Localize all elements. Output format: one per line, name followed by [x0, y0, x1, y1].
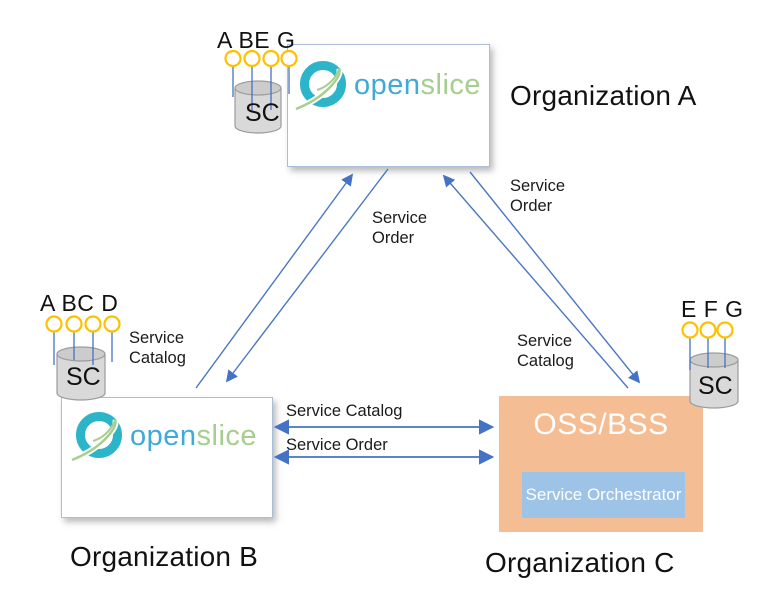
org-a-openslice-box: openslice: [287, 44, 490, 167]
org-b-sc-label: SC: [66, 363, 101, 391]
org-a-interface-letters: A BE G: [217, 27, 296, 53]
openslice-logo-icon: [71, 412, 122, 463]
org-a-sc-label: SC: [245, 99, 280, 127]
lollipop-interface-icon: [262, 49, 280, 68]
org-c-interface-letters: E F G: [681, 296, 744, 322]
org-c-service-catalog-cylinder: [689, 352, 739, 409]
service-order-label-horizontal: Service Order: [286, 436, 388, 454]
lollipop-interface-icon: [699, 321, 717, 339]
org-b-openslice-box: openslice: [61, 397, 273, 518]
org-c-lollipop-stems: [689, 338, 726, 370]
arrow-b-to-a-service-order: [195, 173, 354, 389]
org-b-lollipop-stems: [53, 332, 113, 365]
logo-text-open: open: [130, 420, 197, 452]
lollipop-interface-icon: [84, 315, 102, 333]
arrow-c-to-a-service-order: [442, 174, 629, 389]
service-orchestrator-label: Service Orchestrator: [525, 485, 682, 504]
lollipop-interface-icon: [224, 49, 242, 68]
lollipop-interface-icon: [716, 321, 734, 339]
org-b-lollipop-interfaces: [45, 315, 121, 333]
service-catalog-label-right: Service Catalog: [517, 332, 574, 370]
service-catalog-label-horizontal: Service Catalog: [286, 402, 403, 420]
org-c-title: Organization C: [485, 547, 675, 578]
org-c-ossbss-box: OSS/BSS Service Orchestrator: [499, 396, 703, 532]
org-b-interface-letters: A BC D: [40, 290, 119, 316]
logo-text-slice: slice: [420, 69, 482, 101]
org-c-sc-label: SC: [698, 372, 733, 400]
openslice-logo-text: openslice: [130, 420, 257, 453]
lollipop-interface-icon: [65, 315, 83, 333]
lollipop-interface-icon: [45, 315, 63, 333]
arrow-a-to-c-service-order: [469, 171, 641, 384]
org-a-service-catalog-cylinder: [234, 80, 282, 134]
arrow-a-to-b-service-order: [225, 168, 389, 383]
logo-text-open: open: [354, 69, 421, 101]
logo-text-slice: slice: [196, 420, 258, 452]
org-a-lollipop-stems: [232, 66, 290, 110]
org-a-title: Organization A: [510, 80, 697, 111]
lollipop-interface-icon: [243, 49, 261, 68]
lollipop-interface-icon: [280, 49, 298, 68]
org-b-service-catalog-cylinder: [56, 346, 106, 401]
service-orchestrator-box: Service Orchestrator: [522, 472, 685, 518]
org-a-lollipop-interfaces: [224, 49, 298, 68]
org-b-title: Organization B: [70, 541, 259, 572]
lollipop-interface-icon: [681, 321, 699, 339]
openslice-logo-icon: [295, 61, 346, 112]
org-c-lollipop-interfaces: [681, 321, 734, 339]
openslice-logo-text: openslice: [354, 69, 481, 102]
service-order-label-center: Service Order: [372, 209, 428, 247]
ossbss-label: OSS/BSS: [533, 408, 669, 441]
lollipop-interface-icon: [103, 315, 121, 333]
service-catalog-label-left: Service Catalog: [129, 329, 186, 367]
service-order-label-right: Service Order: [510, 177, 566, 215]
